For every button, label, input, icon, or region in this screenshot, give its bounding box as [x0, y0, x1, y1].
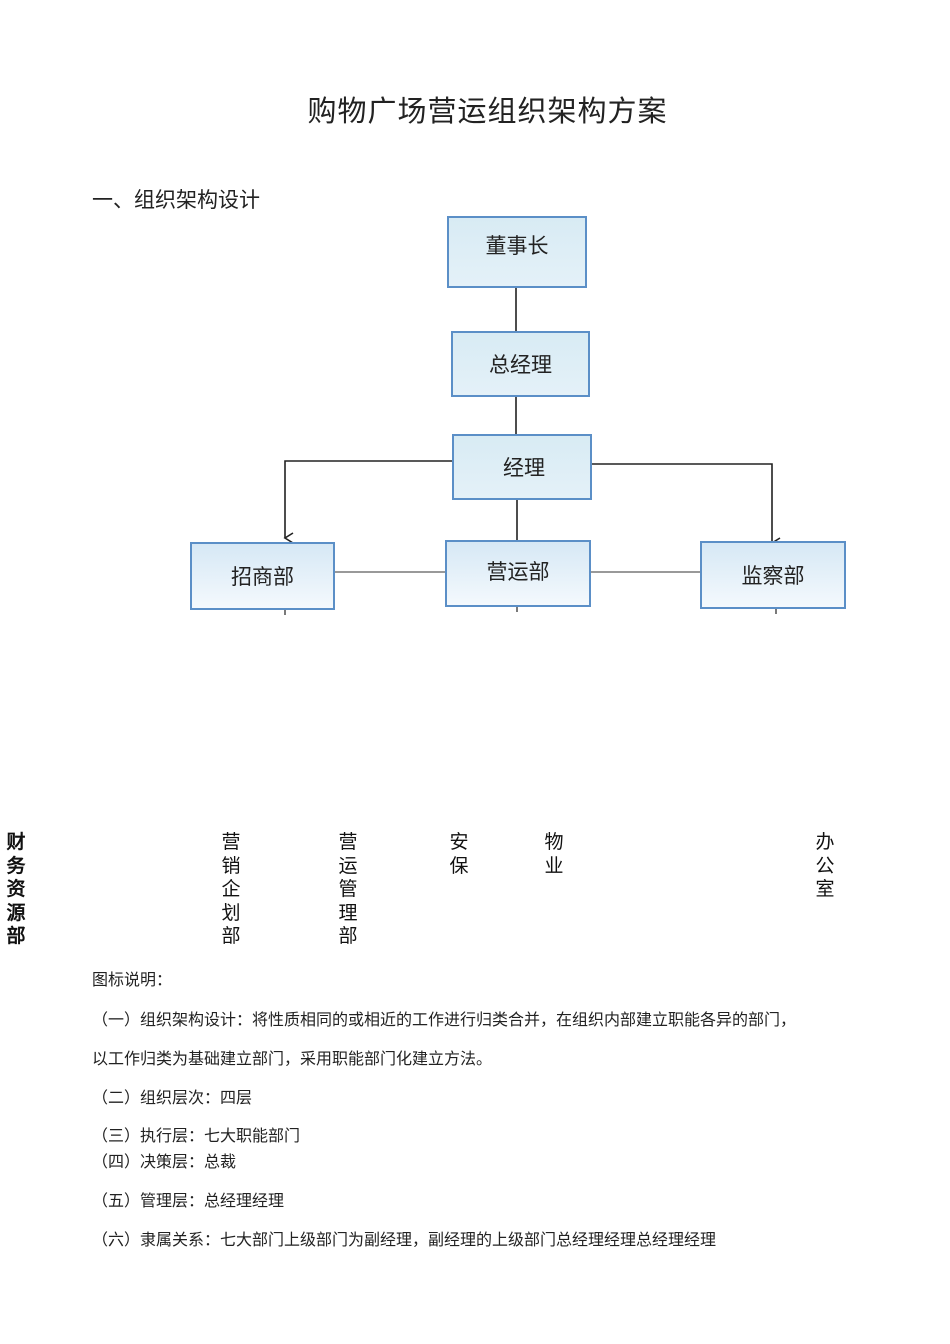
legend-heading: 图标说明： [92, 970, 173, 989]
legend-item-1-line-1: （一）组织架构设计：将性质相同的或相近的工作进行归类合并，在组织内部建立职能各异… [92, 1010, 797, 1029]
legend-item-2: （二）组织层次：四层 [92, 1088, 253, 1107]
org-chart-connectors [283, 288, 781, 615]
manager-label: 经理 [503, 456, 545, 480]
arrow-to-supervision [592, 463, 781, 549]
manager-box: 经理 [452, 434, 592, 500]
general-manager-label: 总经理 [489, 353, 552, 377]
supervision-dept-box: 监察部 [700, 541, 846, 609]
sub-dept-property: 物业 [544, 831, 564, 877]
section-heading: 一、组织架构设计 [92, 188, 260, 212]
operations-dept-label: 营运部 [486, 559, 550, 584]
sub-dept-marketing: 营销企划部 [221, 831, 241, 947]
legend-item-1-line-2: 以工作归类为基础建立部门，采用职能部门化建立方法。 [92, 1049, 493, 1068]
investment-dept-label: 招商部 [231, 565, 294, 589]
chairman-box: 董事长 [447, 216, 587, 288]
operations-dept-box: 营运部 [445, 540, 591, 607]
sub-dept-office: 办公室 [815, 831, 835, 900]
sub-dept-finance: 财务资源部 [6, 831, 26, 947]
general-manager-box: 总经理 [451, 331, 590, 397]
chairman-label: 董事长 [485, 234, 549, 258]
legend-item-4: （四）决策层：总裁 [92, 1152, 237, 1171]
arrow-to-investment [283, 460, 452, 544]
supervision-dept-label: 监察部 [741, 564, 805, 588]
legend-item-3: （三）执行层：七大职能部门 [92, 1126, 301, 1145]
sub-dept-operations-mgmt: 营运管理部 [338, 831, 358, 947]
legend-item-6: （六）隶属关系：七大部门上级部门为副经理，副经理的上级部门总经理经理总经理经理 [92, 1230, 717, 1249]
page-title: 购物广场营运组织架构方案 [307, 94, 668, 128]
sub-dept-security: 安保 [449, 831, 469, 877]
investment-dept-box: 招商部 [190, 542, 335, 610]
legend-item-5: （五）管理层：总经理经理 [92, 1191, 285, 1210]
